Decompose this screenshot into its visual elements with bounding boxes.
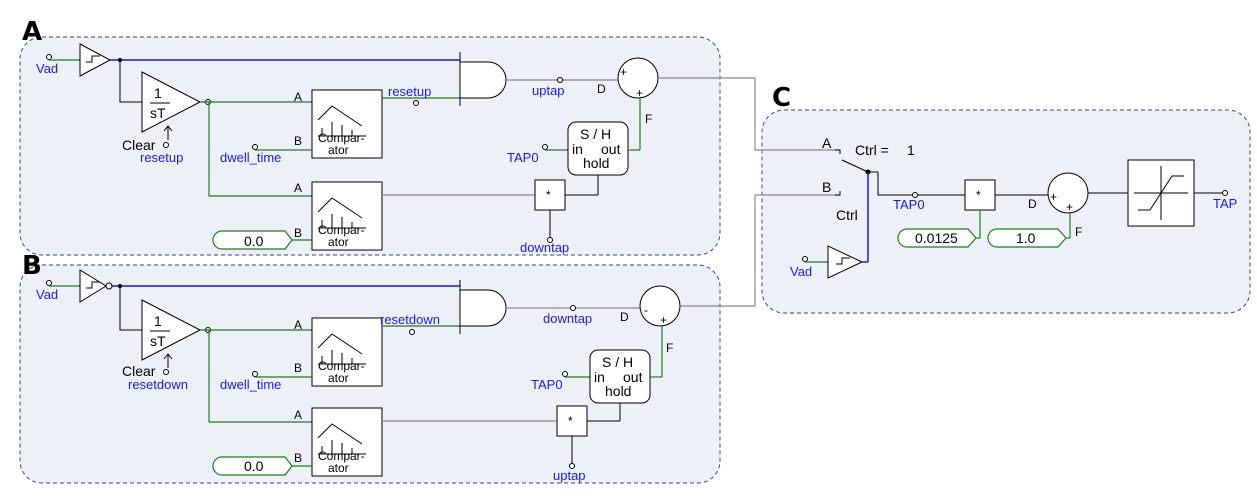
panel-a-content: Vad 1 sT Clear resetup A B Compar- ator xyxy=(36,43,755,255)
interpanel-wires xyxy=(754,78,840,306)
dwell-time-label-b: dwell_time xyxy=(220,377,281,392)
comp-b1-port-a: A xyxy=(294,318,302,332)
and-gate-b xyxy=(459,289,507,327)
integrator-block-b xyxy=(141,299,202,361)
comparator-a2 xyxy=(311,181,383,251)
comparator-a1-text1: Compar- xyxy=(318,131,365,145)
summer-c-plus1: + xyxy=(1050,190,1057,204)
uptap-label-a: uptap xyxy=(532,83,565,98)
clear-label-b: Clear xyxy=(122,363,156,379)
summer-b-minus: - xyxy=(644,303,648,317)
resetup-reset-label: resetup xyxy=(140,150,183,165)
constant-step-text: 0.0125 xyxy=(915,230,958,246)
summer-a-f: F xyxy=(645,112,652,126)
hysteresis-block-c xyxy=(827,245,864,279)
summer-b-f: F xyxy=(666,341,673,355)
multiplier-c xyxy=(964,179,996,211)
downtap-label-a: downtap xyxy=(520,240,569,255)
sh-b-title: S / H xyxy=(602,354,633,370)
sh-b-hold: hold xyxy=(605,383,631,399)
integrator-den-a: sT xyxy=(150,105,166,121)
summer-c-plus2: + xyxy=(1066,200,1073,214)
switch-ctrl-value: 1 xyxy=(907,142,915,158)
vad-label-b: Vad xyxy=(36,287,58,302)
panel-c-letter: C xyxy=(772,83,791,113)
sh-a-out: out xyxy=(601,141,621,157)
comp-a2-port-a: A xyxy=(294,181,302,195)
resetdown-output-label: resetdown xyxy=(380,312,440,327)
switch-ctrl-label: Ctrl xyxy=(836,207,858,223)
constant-zero-a-text: 0.0 xyxy=(244,233,264,249)
constant-zero-b xyxy=(212,456,293,476)
tap0-label-c: TAP0 xyxy=(893,197,925,212)
sh-b-out: out xyxy=(623,369,643,385)
vad-port-b xyxy=(46,280,52,286)
multiplier-b-text: * xyxy=(568,414,573,428)
sh-a-hold: hold xyxy=(583,155,609,171)
comparator-b1 xyxy=(311,317,383,387)
sample-hold-a xyxy=(567,121,629,176)
dwell-time-label-a: dwell_time xyxy=(220,150,281,165)
panel-b-content: Vad 1 sT Clear resetdown A B Compar- ato… xyxy=(36,269,755,483)
hysteresis-block-b xyxy=(79,269,107,303)
summer-a-plus1: + xyxy=(620,65,627,79)
comparator-a1-text2: ator xyxy=(328,143,349,157)
comparator-b1-text1: Compar- xyxy=(318,359,365,373)
comp-b2-port-a: A xyxy=(294,408,302,422)
vad-label-a: Vad xyxy=(36,61,58,76)
hysteresis-block-a xyxy=(79,43,112,77)
summer-a-d: D xyxy=(597,82,606,96)
comparator-a1 xyxy=(311,89,383,159)
switch-arm xyxy=(841,159,869,173)
uptap-label-b: uptap xyxy=(553,468,586,483)
vad-port-a xyxy=(46,54,52,60)
comparator-a2-text1: Compar- xyxy=(318,223,365,237)
comparator-b2 xyxy=(311,407,383,477)
tap0-label-b: TAP0 xyxy=(531,377,563,392)
summer-b-plus: + xyxy=(660,313,667,327)
resetup-output-label: resetup xyxy=(388,84,431,99)
multiplier-c-text: * xyxy=(976,188,981,202)
summer-a-plus2: + xyxy=(636,86,643,100)
switch-port-a: A xyxy=(822,135,832,151)
integrator-block-a xyxy=(141,71,202,133)
resetdown-reset-label: resetdown xyxy=(128,377,188,392)
integrator-num-b: 1 xyxy=(154,313,162,329)
sh-a-title: S / H xyxy=(580,126,611,142)
multiplier-a-text: * xyxy=(546,188,551,202)
summer-c-d: D xyxy=(1028,197,1037,211)
constant-zero-b-text: 0.0 xyxy=(244,458,264,474)
vad-label-c: Vad xyxy=(790,264,812,279)
panel-a-letter: A xyxy=(22,17,42,47)
comp-a1-port-a: A xyxy=(294,90,302,104)
downtap-label-b: downtap xyxy=(543,311,592,326)
tap0-label-a: TAP0 xyxy=(507,150,539,165)
comparator-b2-text2: ator xyxy=(328,461,349,475)
integrator-num-a: 1 xyxy=(154,85,162,101)
comp-b1-port-b: B xyxy=(294,361,302,375)
comp-b2-port-b: B xyxy=(294,451,302,465)
constant-step xyxy=(897,228,977,248)
tap-output-label: TAP xyxy=(1213,196,1237,211)
and-gate-a xyxy=(459,61,507,99)
comp-a1-port-b: B xyxy=(294,134,302,148)
switch-port-b: B xyxy=(822,179,831,195)
comparator-a2-text2: ator xyxy=(328,235,349,249)
sh-b-in: in xyxy=(594,369,605,385)
switch-ctrl-eq: Ctrl = xyxy=(855,142,889,158)
sh-a-in: in xyxy=(572,141,583,157)
clear-label-a: Clear xyxy=(122,137,156,153)
summer-c-f: F xyxy=(1075,225,1082,239)
comp-a2-port-b: B xyxy=(294,226,302,240)
constant-zero-a xyxy=(212,230,293,250)
panel-b-letter: B xyxy=(22,251,42,281)
comparator-b1-text2: ator xyxy=(328,371,349,385)
constant-one xyxy=(987,228,1067,248)
integrator-den-b: sT xyxy=(150,333,166,349)
constant-one-text: 1.0 xyxy=(1016,230,1036,246)
summer-b-d: D xyxy=(620,310,629,324)
comparator-b2-text1: Compar- xyxy=(318,449,365,463)
panel-c-content: A B Ctrl = 1 Ctrl TAP0 Vad * 0.0125 D + … xyxy=(790,135,1237,279)
